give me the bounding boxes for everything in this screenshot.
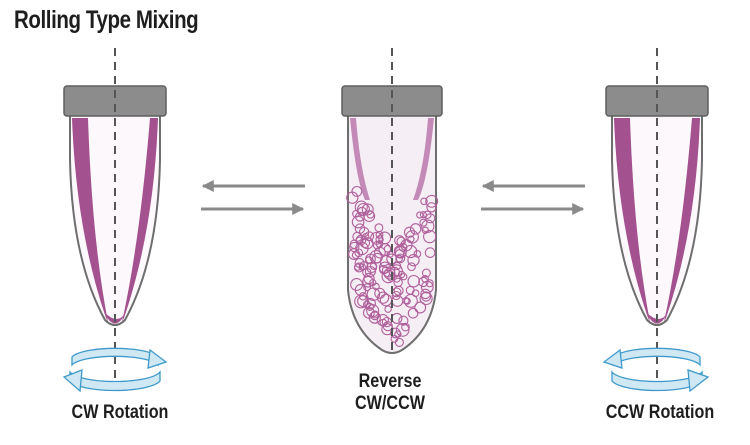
bubble — [421, 268, 431, 278]
bubble — [407, 307, 419, 319]
bubble — [418, 276, 429, 288]
bubble — [424, 247, 436, 258]
middle-tube — [341, 48, 443, 355]
bubble — [403, 226, 416, 238]
bubble — [357, 202, 370, 216]
bubble — [358, 226, 370, 238]
bubble — [419, 211, 427, 219]
bubble — [419, 218, 428, 227]
bubble — [395, 323, 410, 337]
bubble — [361, 203, 374, 216]
bubble — [405, 230, 419, 244]
bubble — [381, 316, 393, 328]
bubble — [354, 200, 368, 214]
left-tube-cap — [63, 85, 167, 117]
label-ccw-rotation: CCW Rotation — [605, 402, 715, 423]
bubble — [401, 322, 410, 332]
bubble — [374, 246, 386, 259]
bubble — [390, 335, 399, 343]
bubble — [378, 261, 391, 274]
bubble — [425, 194, 439, 208]
bubble — [351, 251, 360, 260]
bubble — [366, 287, 381, 301]
label-cw-rotation: CW Rotation — [71, 402, 169, 423]
bidirectional-arrow-icon-right — [481, 180, 585, 215]
bubble — [369, 279, 377, 287]
bubble — [409, 223, 422, 235]
bubble — [420, 197, 428, 206]
bubble — [351, 185, 363, 197]
bubble — [363, 272, 375, 285]
middle-tube-cap — [341, 85, 443, 117]
bubble — [394, 235, 405, 246]
bubble — [403, 244, 418, 259]
bubble — [374, 287, 386, 299]
bubble — [423, 229, 437, 244]
bubble — [414, 301, 427, 314]
bubble — [364, 297, 376, 310]
bubble — [351, 215, 365, 229]
bubble — [416, 211, 424, 219]
bubble — [407, 274, 420, 288]
figure-title: Rolling Type Mixing — [14, 6, 199, 34]
bubble — [354, 211, 365, 222]
bubble — [379, 318, 388, 327]
bubble — [383, 267, 396, 280]
bubble — [370, 310, 380, 321]
bubble — [400, 273, 408, 281]
label-reverse: Reverse CW/CCW — [314, 371, 467, 415]
bubble — [423, 210, 432, 220]
right-tube-cap — [605, 85, 709, 117]
bubble — [407, 254, 420, 267]
bubble — [368, 311, 381, 324]
bubble — [407, 235, 415, 243]
bubble — [366, 262, 378, 273]
clockwise-rotation-icon — [62, 347, 168, 393]
bubble — [413, 250, 422, 258]
bubble — [426, 202, 437, 213]
bubble — [407, 262, 416, 272]
bubble — [403, 293, 418, 308]
bubble — [375, 230, 384, 239]
bubble — [358, 292, 368, 301]
left-tube — [63, 48, 167, 380]
bubble — [393, 285, 404, 296]
label-reverse-line2: CW/CCW — [355, 393, 425, 414]
label-reverse-line1: Reverse — [358, 371, 422, 392]
bubble — [420, 291, 432, 302]
bubble — [361, 237, 374, 250]
bubble — [390, 264, 403, 277]
bubble — [397, 270, 406, 279]
counterclockwise-rotation-icon — [602, 347, 710, 393]
right-tube — [605, 48, 709, 380]
bubble — [398, 315, 409, 326]
bubble-cluster — [346, 185, 439, 347]
bubble — [363, 283, 372, 292]
bubble — [419, 291, 433, 306]
bubble — [346, 191, 359, 204]
bidirectional-arrow-icon-left — [201, 180, 305, 215]
bubble — [425, 279, 434, 288]
bubble — [354, 258, 365, 269]
